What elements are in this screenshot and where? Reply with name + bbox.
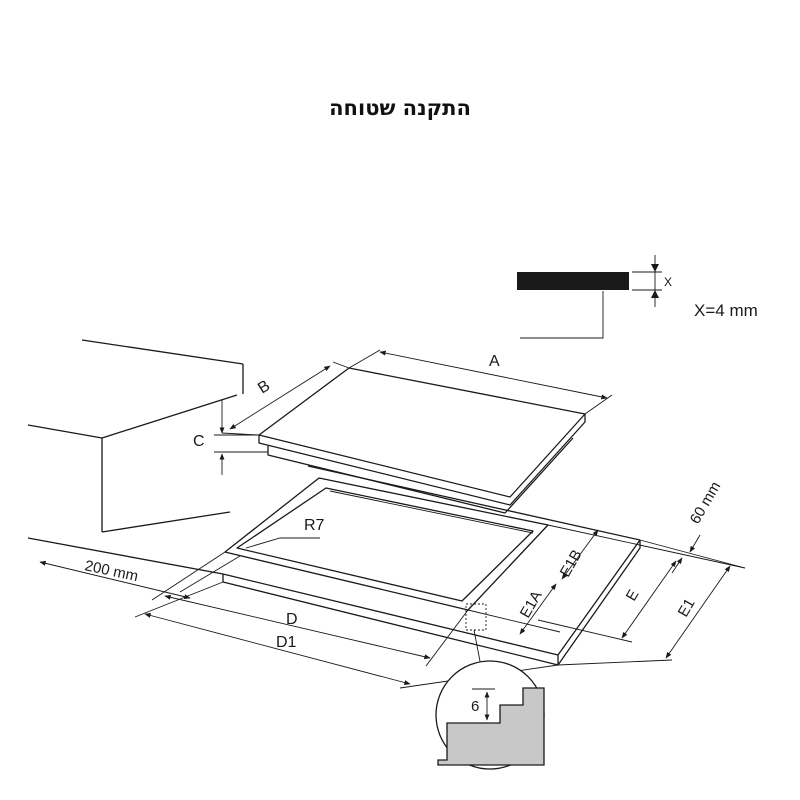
page-title: התקנה שטוחה xyxy=(329,96,471,120)
cutout xyxy=(224,477,549,611)
wall-cabinet xyxy=(27,339,244,532)
dimension-e1: E1 xyxy=(557,539,746,666)
dimension-d: D xyxy=(151,551,469,667)
detail-6-label: 6 xyxy=(471,698,479,715)
label-200mm: 200 mm xyxy=(83,557,140,585)
label-e1b: E1B xyxy=(557,547,586,580)
x-small-label: X xyxy=(664,275,672,289)
dimension-a: A xyxy=(348,349,613,415)
dimension-e1b: E1B xyxy=(557,529,599,580)
label-d: D xyxy=(286,611,298,628)
dimension-e1a: E1A xyxy=(467,583,561,635)
cutout-outer xyxy=(224,477,549,611)
thickness-inset: X X=4 mm xyxy=(517,255,758,339)
label-d1: D1 xyxy=(276,634,297,651)
dimension-c: C xyxy=(193,400,268,475)
label-60mm: 60 mm xyxy=(687,479,725,527)
step-profile xyxy=(437,687,545,766)
dimension-b: B xyxy=(221,361,350,436)
glass-section xyxy=(517,272,629,290)
label-b: B xyxy=(255,377,273,397)
label-e: E xyxy=(623,587,643,604)
label-a: A xyxy=(489,353,500,370)
hob-top xyxy=(258,367,586,498)
detail-callout: 6 xyxy=(435,603,545,770)
label-e1: E1 xyxy=(675,596,699,620)
label-r7: R7 xyxy=(304,517,325,534)
radius-r7: R7 xyxy=(245,517,325,549)
cutout-inner xyxy=(236,487,534,602)
x-value-label: X=4 mm xyxy=(694,301,758,320)
label-c: C xyxy=(193,433,205,450)
